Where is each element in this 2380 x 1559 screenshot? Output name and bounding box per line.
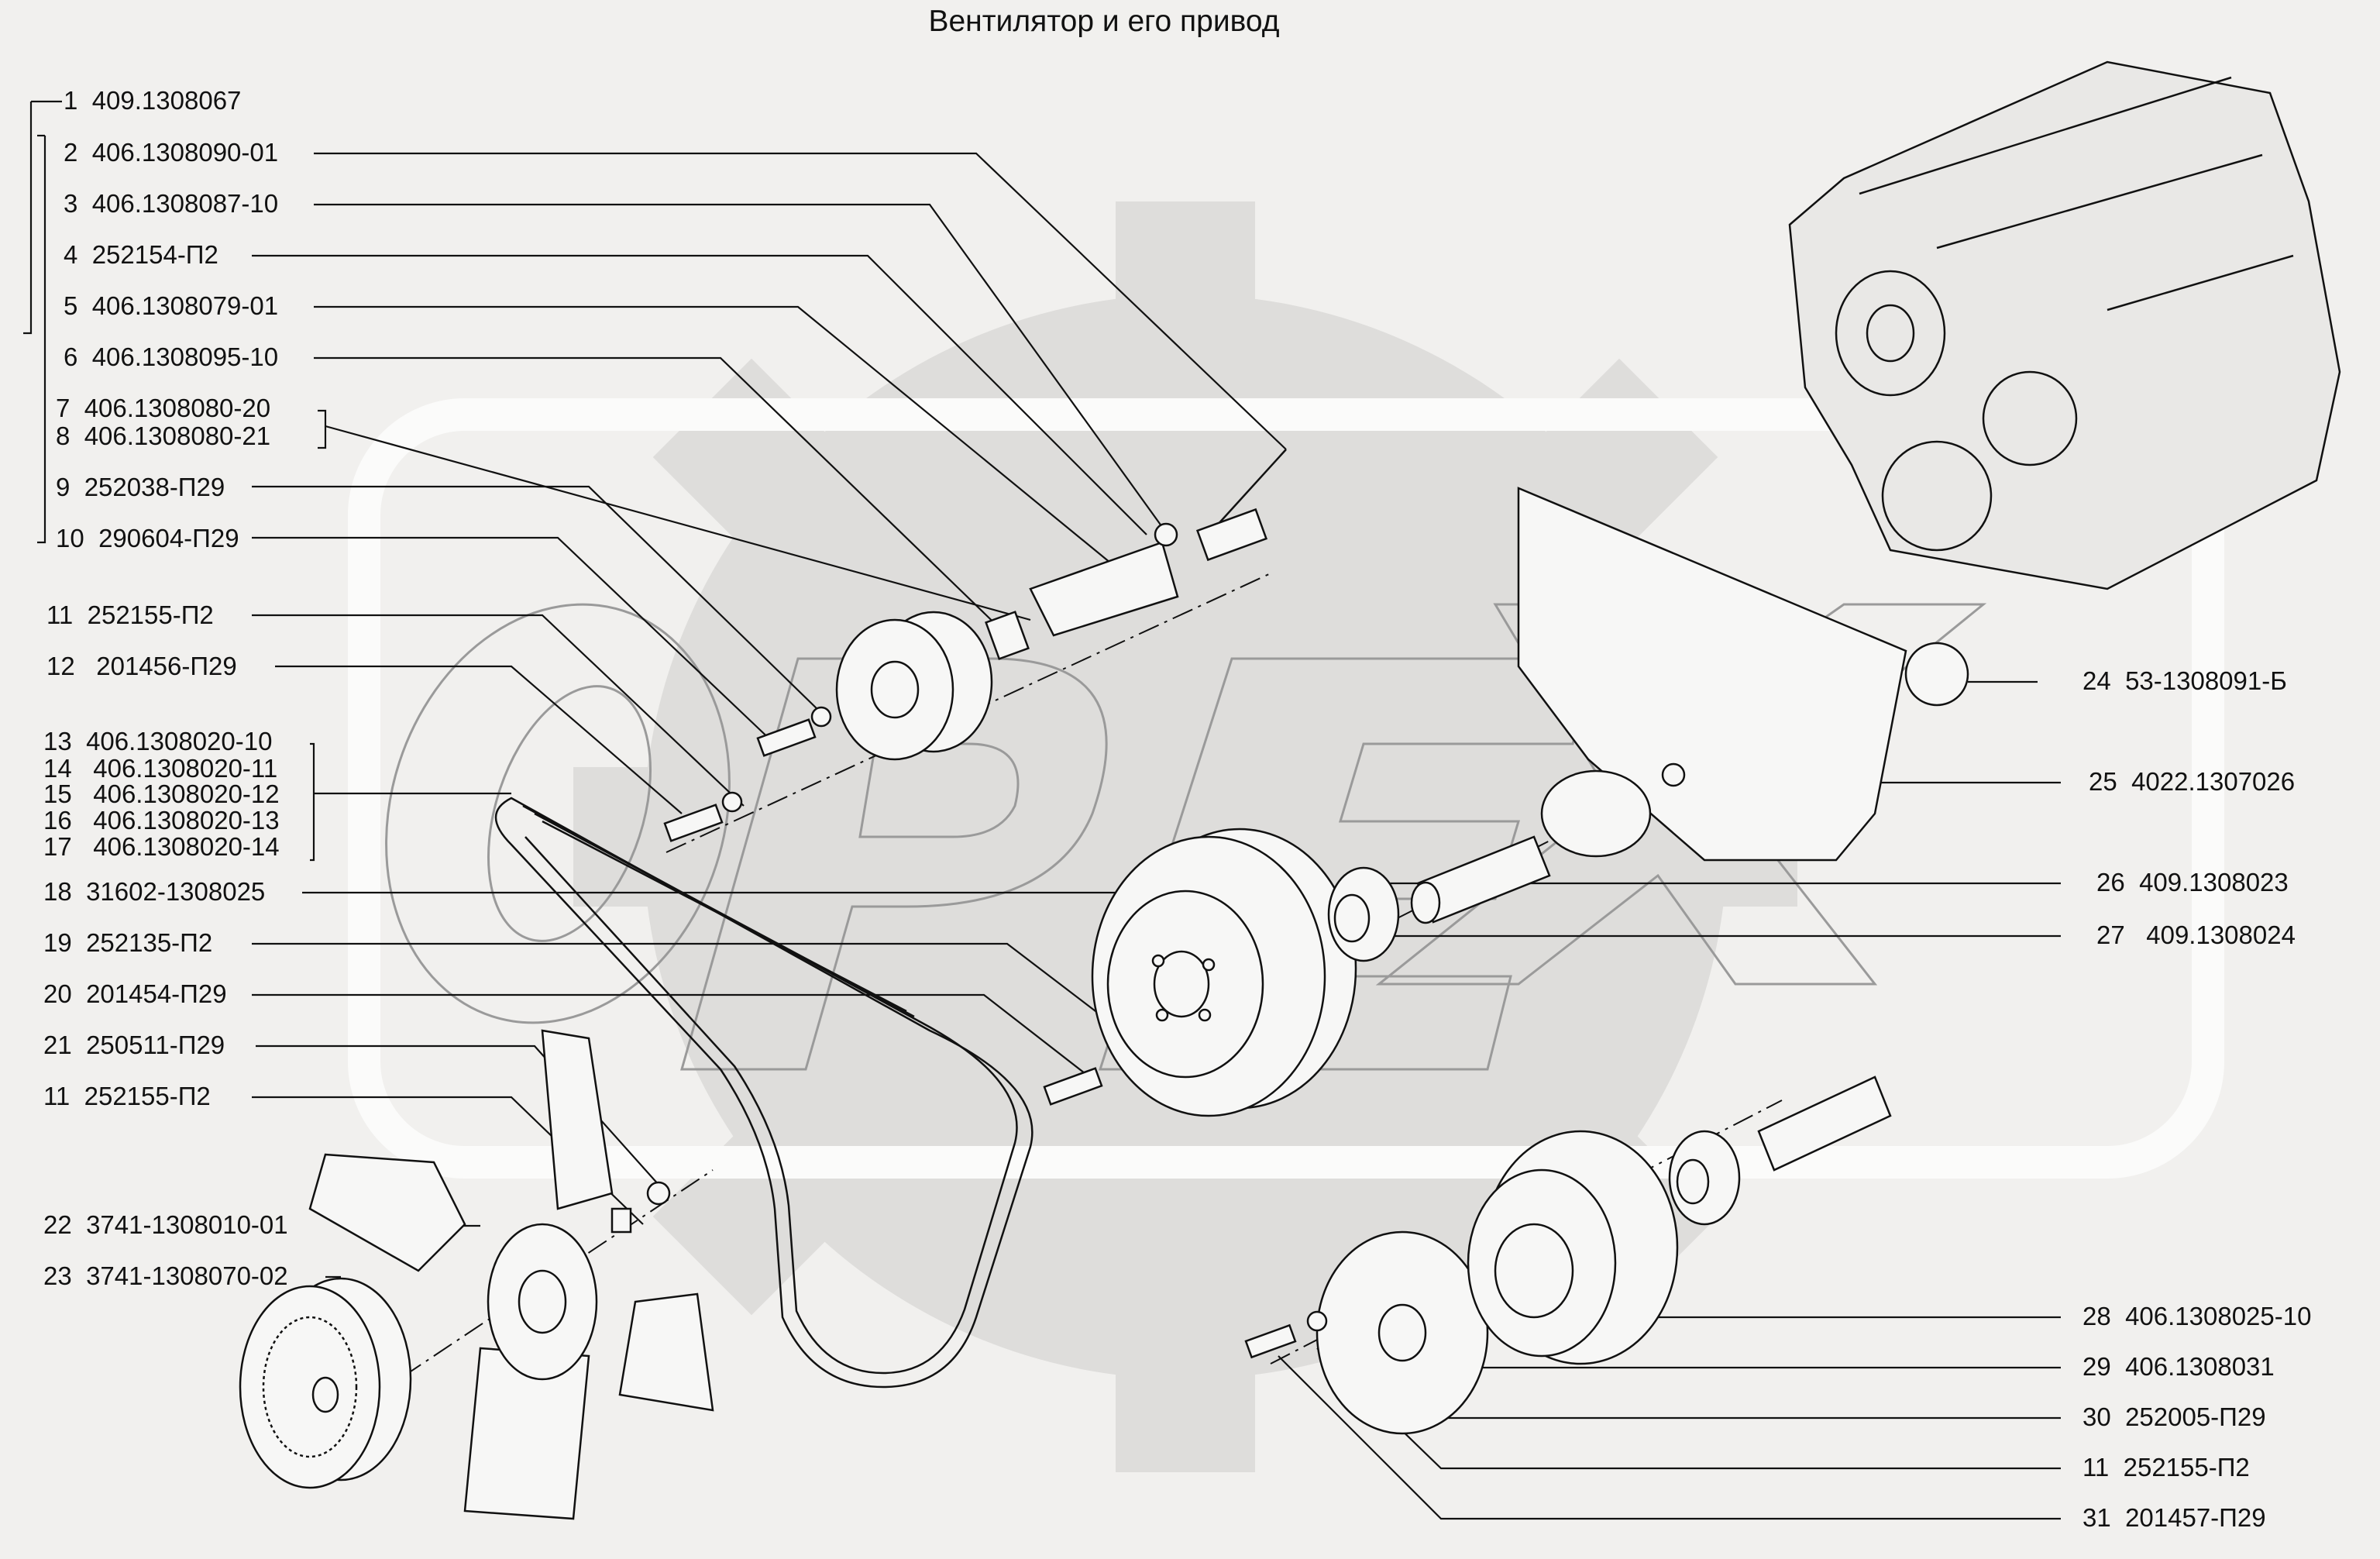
leader-lines-left — [23, 100, 1287, 1279]
part-label-25: 25 4022.1307026 — [2089, 767, 2296, 796]
part-label-30: 30 252005-П29 — [2082, 1402, 2266, 1431]
part-label-18: 18 31602-1308025 — [43, 877, 266, 906]
diagram-title: Вентилятор и его привод — [928, 5, 1280, 38]
part-label-13: 13 406.1308020-10 — [43, 727, 273, 755]
part-label-4: 4 252154-П2 — [64, 240, 218, 269]
part-label-31: 31 201457-П29 — [2082, 1503, 2266, 1532]
viscous-coupling — [239, 1277, 412, 1489]
part-label-16: 16 406.1308020-13 — [43, 806, 280, 835]
part-label-24: 24 53-1308091-Б — [2082, 666, 2287, 695]
part-label-19: 19 252135-П2 — [43, 928, 213, 957]
part-label-28: 28 406.1308025-10 — [2082, 1302, 2312, 1330]
part-label-26: 26 409.1308023 — [2096, 868, 2289, 897]
part-label-1: 1 409.1308067 — [64, 86, 242, 115]
part-label-27: 27 409.1308024 — [2096, 921, 2296, 949]
part-label-10: 10 290604-П29 — [56, 524, 239, 552]
water-pump-pulley — [1091, 828, 1357, 1117]
part-label-14: 14 406.1308020-11 — [43, 754, 278, 783]
hub-shaft — [1327, 835, 1551, 962]
water-pump-housing — [1517, 487, 1969, 862]
fan-assembly — [308, 1029, 714, 1520]
part-label-11a: 11 252155-П2 — [46, 601, 214, 629]
part-label-2: 2 406.1308090-01 — [64, 138, 279, 167]
part-label-23: 23 3741-1308070-02 — [43, 1261, 288, 1290]
part-label-8: 8 406.1308080-21 — [56, 422, 271, 450]
part-label-9: 9 252038-П29 — [56, 473, 225, 501]
part-label-20: 20 201454-П29 — [43, 979, 227, 1008]
tensioner-pulley — [835, 449, 1287, 761]
part-label-21: 21 250511-П29 — [43, 1031, 225, 1059]
crank-pulley-set — [1244, 1075, 1892, 1435]
part-label-11b: 11 252155-П2 — [43, 1082, 211, 1110]
part-label-6: 6 406.1308095-10 — [64, 342, 279, 371]
part-label-3: 3 406.1308087-10 — [64, 189, 279, 218]
bolts-left — [610, 706, 1139, 1234]
part-label-17: 17 406.1308020-14 — [43, 832, 280, 861]
watermark-frame — [348, 398, 2224, 1179]
part-label-5: 5 406.1308079-01 — [64, 291, 279, 320]
part-label-11c: 11 252155-П2 — [2082, 1453, 2250, 1482]
part-label-29: 29 406.1308031 — [2082, 1352, 2275, 1381]
part-label-22: 22 3741-1308010-01 — [43, 1210, 288, 1239]
poly-v-belt — [494, 797, 1034, 1389]
part-label-7: 7 406.1308080-20 — [56, 394, 271, 422]
engine-thumbnail — [1788, 60, 2341, 590]
part-label-15: 15 406.1308020-12 — [43, 780, 280, 808]
part-label-12: 12 201456-П29 — [46, 652, 237, 680]
